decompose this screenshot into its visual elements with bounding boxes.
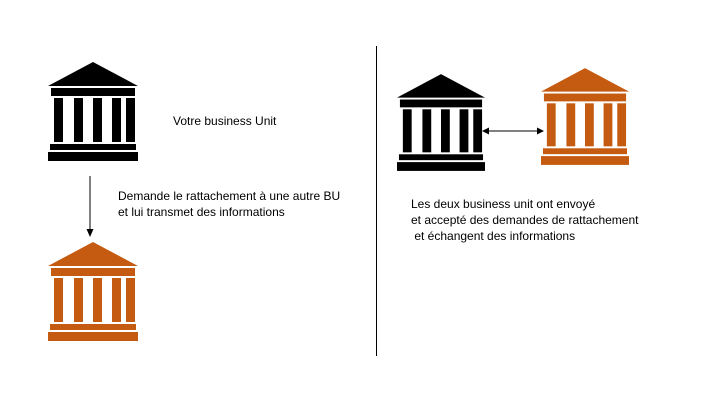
request-text-line-1: Demande le rattachement à une autre BU [118, 189, 341, 203]
exchange-text-line-3: et échangent des informations [411, 229, 576, 243]
exchange-text-line-1: Les deux business unit ont envoyé [411, 197, 596, 211]
vertical-divider [376, 46, 377, 356]
own-unit-bank-icon [48, 62, 138, 162]
exchange-text-line-2: et accepté des demandes de rattachement [411, 213, 639, 227]
other-unit-bank-icon-right [541, 68, 629, 166]
own-unit-bank-icon-right [397, 74, 485, 172]
request-text-line-2: et lui transmet des informations [118, 205, 285, 219]
request-arrow [86, 176, 94, 237]
other-unit-bank-icon [48, 242, 138, 342]
exchange-double-arrow [482, 127, 544, 135]
own-unit-label: Votre business Unit [173, 114, 277, 128]
